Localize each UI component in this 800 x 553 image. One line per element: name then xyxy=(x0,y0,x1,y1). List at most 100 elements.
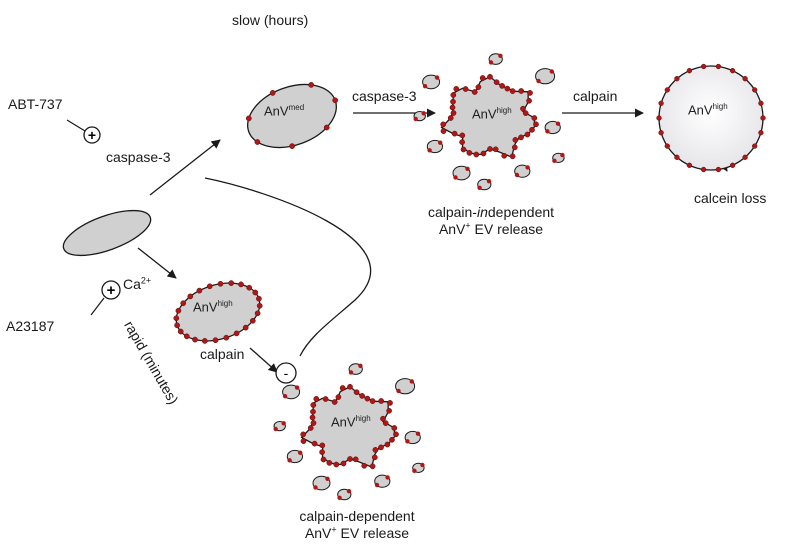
blebbing-cell-calpain-independent xyxy=(413,53,565,191)
anv-high-lower-surface-dots xyxy=(173,280,263,344)
annexin-dot xyxy=(480,150,487,157)
annexin-dot xyxy=(462,86,469,92)
annexin-dot xyxy=(715,63,722,70)
resting-cell xyxy=(62,209,152,257)
annexin-dot xyxy=(310,420,317,426)
annexin-dot xyxy=(309,414,316,421)
annexin-dot xyxy=(256,302,263,309)
annexin-dot xyxy=(453,175,458,180)
annexin-dot xyxy=(378,398,385,404)
annexin-dot xyxy=(674,76,680,82)
annexin-dot xyxy=(252,289,259,296)
annexin-dot xyxy=(488,60,494,65)
annexin-dot xyxy=(358,363,363,368)
annexin-dot xyxy=(180,300,187,307)
annexin-dot xyxy=(206,283,213,290)
annexin-dot xyxy=(289,143,295,149)
cell-label-anv-high-right: AnVhigh xyxy=(688,102,728,118)
annexin-dot xyxy=(434,75,440,80)
annexin-dot xyxy=(335,394,342,400)
annexin-dot xyxy=(526,97,532,104)
annexin-dot xyxy=(742,76,748,82)
annexin-dot xyxy=(361,462,368,469)
annexin-dot xyxy=(555,121,561,126)
annexin-dot xyxy=(391,425,398,431)
annexin-dot xyxy=(320,456,327,463)
label-a23187: A23187 xyxy=(6,318,55,334)
cell-label-anv-high-lower: AnVhigh xyxy=(193,299,233,315)
svg-text:+: + xyxy=(88,127,96,143)
annexin-dot xyxy=(405,439,410,444)
annexin-dot xyxy=(217,280,224,287)
cell-label-anv-high-bottom: AnVhigh xyxy=(331,414,371,430)
annexin-dot xyxy=(487,146,493,152)
annexin-dot xyxy=(372,447,379,453)
annexin-dot xyxy=(212,337,219,344)
annexin-dot xyxy=(492,146,499,153)
annexin-dot xyxy=(187,293,194,300)
annexin-dot xyxy=(686,68,693,74)
annexin-dot xyxy=(323,124,330,131)
annexin-dot xyxy=(475,84,482,90)
link-abt737 xyxy=(66,119,86,132)
annexin-dot xyxy=(527,90,533,96)
annexin-dot xyxy=(319,442,326,449)
annexin-dot xyxy=(228,280,235,286)
annexin-dot xyxy=(223,334,230,341)
annexin-dot xyxy=(518,88,525,94)
annexin-dot xyxy=(332,97,339,104)
annexin-dot xyxy=(531,115,538,121)
annexin-dot xyxy=(524,131,531,138)
annexin-dot xyxy=(440,121,447,128)
annexin-dot xyxy=(658,130,664,136)
annexin-dot xyxy=(242,324,249,331)
svg-text:-: - xyxy=(284,365,289,381)
annexin-dot xyxy=(364,395,371,402)
annexin-dot xyxy=(352,456,359,463)
annexin-dot xyxy=(325,476,330,481)
label-abt737: ABT-737 xyxy=(8,96,63,112)
annexin-dot xyxy=(518,134,524,141)
annexin-dot xyxy=(331,399,338,405)
annexin-dot xyxy=(412,468,417,473)
annexin-dot xyxy=(310,408,316,415)
annexin-dot xyxy=(498,53,503,58)
annexin-dot xyxy=(353,389,360,396)
annexin-dot xyxy=(758,130,764,136)
annexin-dot xyxy=(386,407,392,414)
label-slow-hours: slow (hours) xyxy=(232,12,309,28)
annexin-dot xyxy=(664,143,670,149)
annexin-dot xyxy=(311,440,318,447)
label-caspase3-left: caspase-3 xyxy=(106,149,171,165)
annexin-dot xyxy=(511,144,518,151)
annexin-dot xyxy=(387,400,393,406)
annexin-dot xyxy=(742,154,748,160)
annexin-dot xyxy=(413,116,418,122)
annexin-dot xyxy=(254,139,261,145)
annexin-dot xyxy=(479,75,486,81)
link-a23187 xyxy=(90,297,105,316)
annexin-dot xyxy=(384,441,391,448)
annexin-dot xyxy=(465,166,470,171)
annexin-dot xyxy=(422,84,428,89)
label-caspase3-top: caspase-3 xyxy=(352,88,417,104)
annexin-dot xyxy=(238,281,244,288)
annexin-dot xyxy=(281,421,286,426)
annexin-dot xyxy=(664,87,670,93)
annexin-dot xyxy=(175,307,182,314)
annexin-dot xyxy=(501,152,508,159)
annexin-dot xyxy=(246,284,253,291)
label-ca2plus: Ca2+ xyxy=(123,275,152,292)
annexin-dot xyxy=(369,398,376,404)
plus-circle-abt737: + xyxy=(83,126,101,144)
annexin-dot xyxy=(393,431,399,438)
annexin-dot xyxy=(674,154,680,160)
annexin-dot xyxy=(374,482,380,488)
annexin-dot xyxy=(658,100,664,106)
annexin-dot xyxy=(529,126,535,133)
annexin-dot xyxy=(174,322,180,329)
annexin-dot xyxy=(380,415,386,422)
blebbing-cell-calpain-dependent xyxy=(273,363,425,501)
annexin-dot xyxy=(549,69,554,74)
